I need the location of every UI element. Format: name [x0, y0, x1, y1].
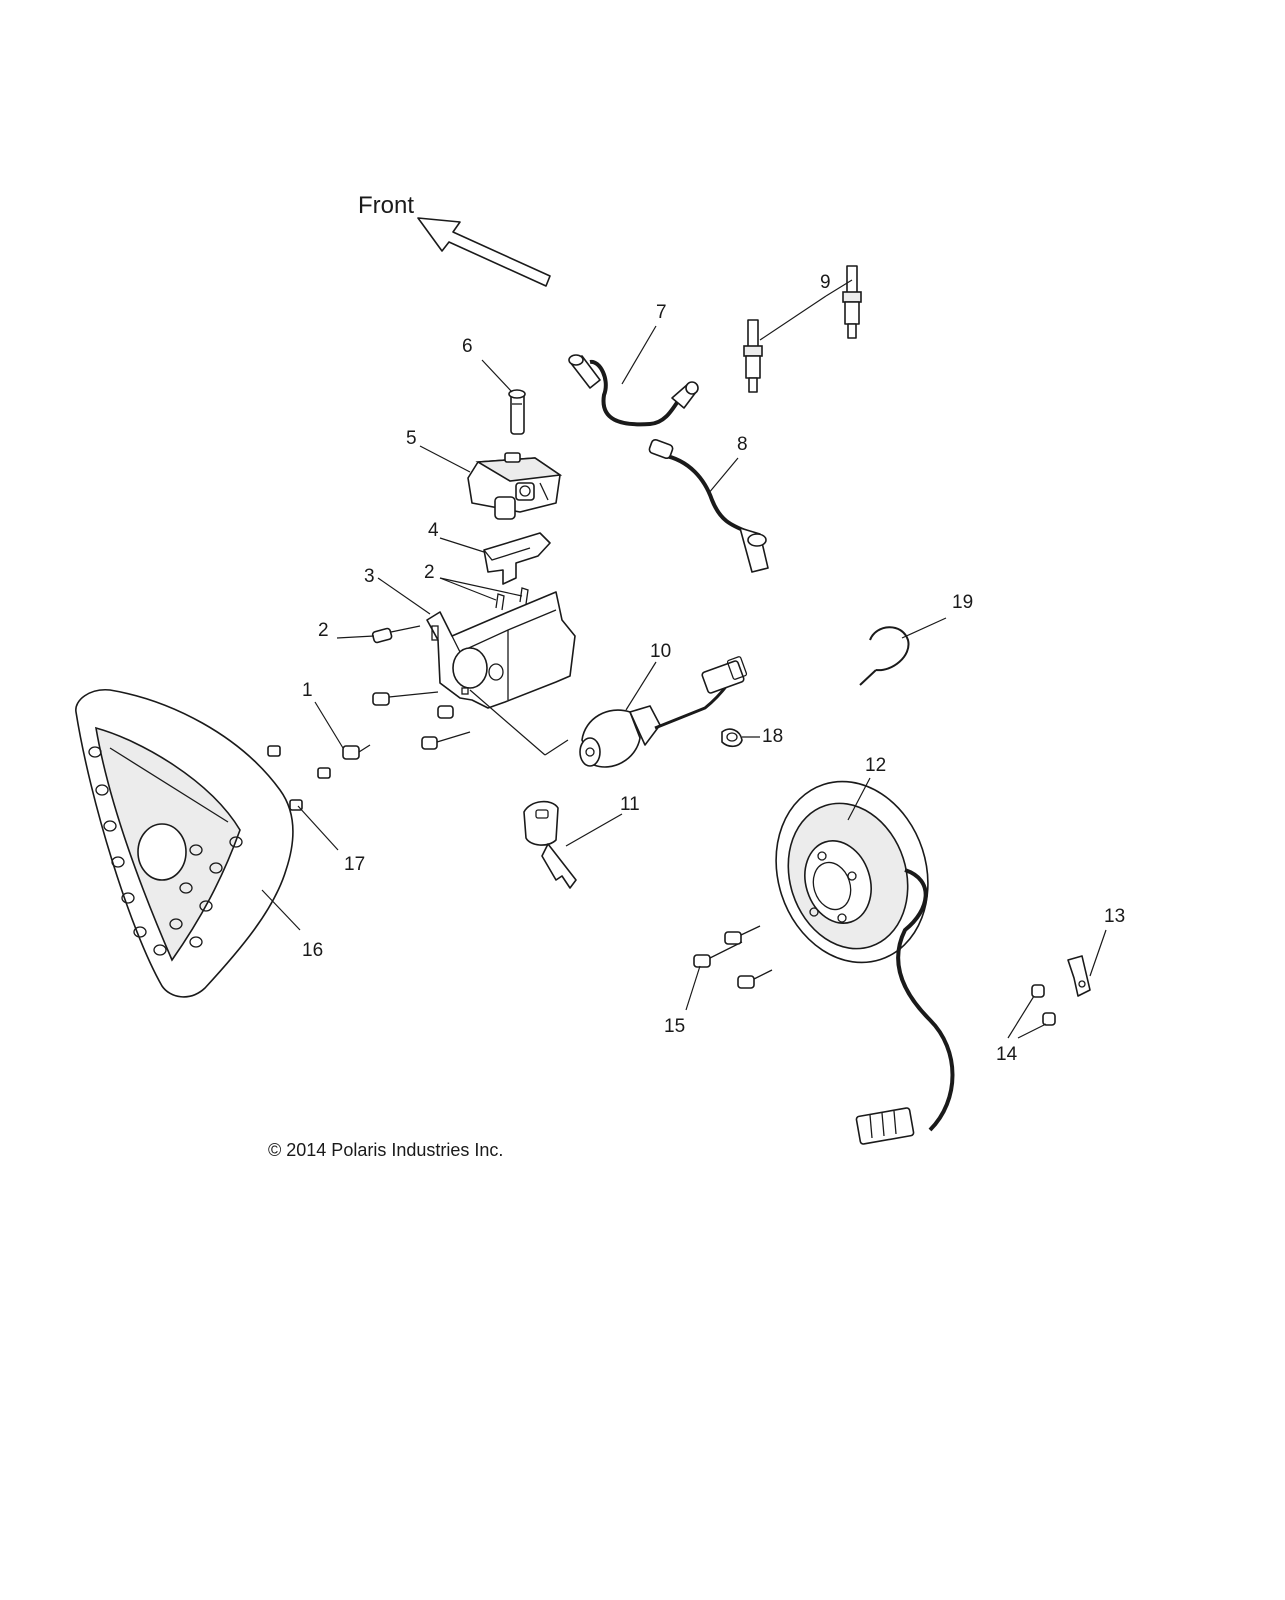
- fasteners-1-2: [342, 625, 471, 760]
- callout-4: 4: [428, 520, 439, 541]
- part-6-bolt: [508, 389, 526, 435]
- callout-12: 12: [865, 755, 886, 776]
- part-10-ignition-switch: [579, 656, 748, 768]
- callout-13: 13: [1104, 906, 1125, 927]
- callout-8: 8: [737, 434, 748, 455]
- callout-3: 3: [364, 566, 375, 587]
- part-3-mounting-bracket: [426, 587, 576, 756]
- callout-2-left: 2: [318, 620, 329, 641]
- copyright-text: © 2014 Polaris Industries Inc.: [268, 1140, 503, 1160]
- part-12-stator: [775, 780, 955, 1145]
- leader-lines: [261, 279, 1107, 1039]
- part-16-cover: [75, 689, 294, 998]
- part-19-cable-tie: [859, 626, 910, 686]
- callout-5: 5: [406, 428, 417, 449]
- part-4-bracket: [483, 532, 551, 585]
- part-18-clip: [721, 728, 743, 748]
- front-label: Front: [358, 192, 414, 219]
- callout-11: 11: [620, 794, 640, 815]
- part-15-screws: [693, 925, 773, 989]
- callout-14: 14: [996, 1044, 1018, 1065]
- part-11-key: [523, 800, 577, 889]
- callout-18: 18: [762, 726, 783, 747]
- callout-7: 7: [656, 302, 667, 323]
- part-8-lead: [648, 438, 769, 573]
- part-7-lead: [568, 354, 699, 427]
- callout-17: 17: [344, 854, 365, 875]
- callout-15: 15: [664, 1016, 685, 1037]
- part-13-14-clamp: [1031, 955, 1091, 1026]
- callout-16: 16: [302, 940, 323, 961]
- callout-9: 9: [820, 272, 831, 293]
- callout-1: 1: [302, 680, 313, 701]
- callout-6: 6: [462, 336, 473, 357]
- callout-19: 19: [952, 592, 973, 613]
- front-arrow: Front: [358, 192, 551, 287]
- callout-2-top: 2: [424, 562, 435, 583]
- part-5-ignition-coil: [467, 452, 563, 520]
- part-17-clips: [267, 745, 331, 811]
- callout-10: 10: [650, 641, 671, 662]
- callout-labels: 1 2 2 3 4 5 6 7 8 9 10 11 12 13 14 15 16…: [302, 272, 1125, 1065]
